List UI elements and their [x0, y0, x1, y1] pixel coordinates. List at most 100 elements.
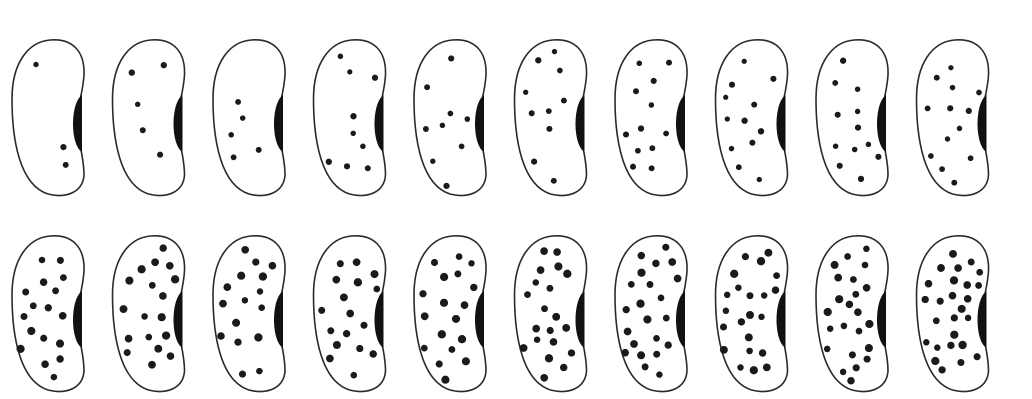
bean-dot [333, 341, 341, 349]
bean-dot [60, 274, 67, 281]
bean-dot [856, 328, 863, 335]
bean-dot [129, 69, 135, 75]
bean-dot [552, 313, 560, 321]
bean-dot [252, 258, 259, 265]
bean-dot [436, 360, 443, 367]
bean-dot [950, 276, 958, 284]
bean-dot [461, 301, 469, 309]
bean-dot [662, 244, 669, 251]
bean-dot [855, 124, 861, 130]
bean-outline [314, 40, 386, 196]
bean-dot [949, 292, 957, 300]
bean-dot [772, 286, 780, 294]
bean-dot [560, 364, 567, 371]
bean-dot [750, 366, 758, 374]
bean-dot [931, 357, 939, 365]
bean-dot [326, 355, 334, 363]
bean-dot [937, 298, 944, 305]
bean-dot [529, 110, 535, 116]
bean-dot [343, 330, 350, 337]
bean-r2-c5 [414, 236, 486, 392]
bean-dot [219, 300, 227, 308]
bean-dot [547, 327, 554, 334]
bean-outline [615, 40, 687, 196]
bean-dot [535, 57, 541, 63]
bean-dot [520, 344, 528, 352]
bean-dot [947, 342, 954, 349]
bean-dot [240, 115, 246, 121]
bean-outline [12, 40, 84, 196]
bean-dot [347, 69, 352, 74]
bean-dot [963, 281, 971, 289]
bean-dot [534, 336, 540, 342]
bean-dot [161, 62, 167, 68]
bean-dot [658, 295, 665, 302]
bean-dot [637, 269, 645, 277]
bean-dot [59, 312, 67, 320]
bean-dot [958, 305, 966, 313]
bean-dot [40, 278, 48, 286]
bean-dot [235, 99, 241, 105]
bean-dot [431, 259, 438, 266]
bean-dot [759, 349, 766, 356]
bean-dot [269, 262, 277, 270]
bean-dot [27, 327, 35, 335]
bean-dot [628, 281, 635, 288]
bean-dot [540, 247, 548, 255]
bean-dot [925, 280, 933, 288]
bean-dot [633, 88, 639, 94]
bean-dot [424, 84, 430, 90]
bean-dot [746, 348, 753, 355]
bean-dot [976, 269, 983, 276]
bean-dot [957, 359, 964, 366]
bean-dot [849, 351, 856, 358]
bean-dot [373, 286, 380, 293]
bean-dot [763, 364, 771, 372]
bean-dot [541, 305, 548, 312]
bean-dot [835, 295, 843, 303]
bean-dot [40, 335, 47, 342]
bean-dot [866, 142, 872, 148]
bean-dot [360, 322, 367, 329]
bean-dot [656, 371, 662, 377]
bean-dot [864, 356, 871, 363]
bean-dot [448, 346, 455, 353]
bean-dot [459, 144, 465, 150]
bean-dot [533, 279, 540, 286]
bean-dot [546, 285, 553, 292]
bean-dot [720, 323, 727, 330]
bean-dot [354, 278, 362, 286]
bean-dot [638, 252, 646, 260]
bean-dot [957, 126, 962, 131]
bean-dot [951, 314, 958, 321]
bean-dot [649, 102, 655, 108]
bean-outline [515, 40, 587, 196]
bean-dot [470, 284, 477, 291]
bean-dot [965, 315, 971, 321]
bean-dot [968, 259, 975, 266]
bean-dot [234, 338, 241, 345]
bean-dot [737, 364, 743, 370]
bean-dot [665, 341, 672, 348]
bean-dot [651, 78, 657, 84]
bean-dot [318, 307, 325, 314]
bean-dot [157, 152, 163, 158]
bean-dot [841, 323, 848, 330]
bean-dot [326, 159, 332, 165]
bean-dot [441, 376, 449, 384]
bean-dot [360, 144, 366, 150]
bean-dot [440, 299, 448, 307]
bean-dot [39, 257, 46, 264]
bean-dot [738, 318, 745, 325]
bean-dot [231, 154, 237, 160]
bean-dot [458, 335, 466, 343]
bean-dot [751, 102, 757, 108]
bean-dot [638, 125, 644, 131]
bean-outline [213, 40, 285, 196]
bean-dot [938, 366, 945, 373]
bean-dot [653, 351, 660, 358]
bean-r2-c8 [716, 236, 788, 392]
bean-outline [615, 236, 687, 392]
bean-dot [223, 283, 231, 291]
bean-r1-c3 [213, 40, 285, 196]
